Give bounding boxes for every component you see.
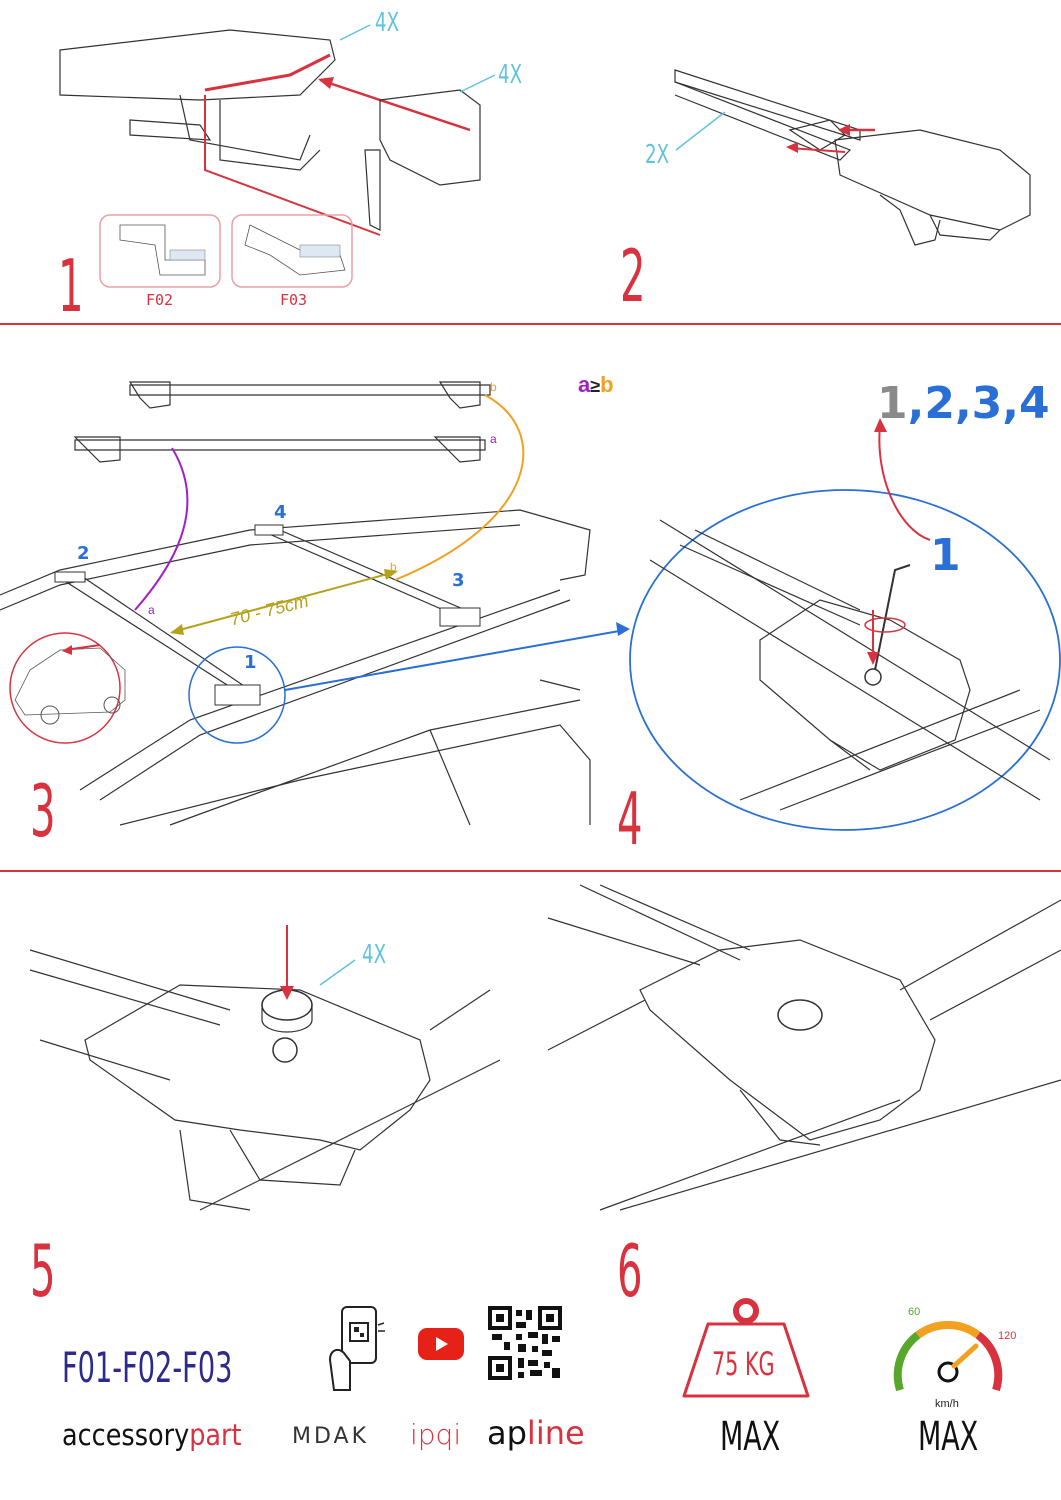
brand-ipqi: ipqi: [410, 1418, 462, 1451]
weight-max-label: MAX: [720, 1414, 781, 1460]
step-number-5: 5: [30, 1229, 56, 1313]
step-number-2: 2: [620, 234, 646, 318]
bar-label-2: 2: [77, 543, 90, 564]
divider-middle: [0, 870, 1061, 872]
speed-min-label: 60: [908, 1306, 921, 1318]
bar-label-4: 4: [274, 502, 287, 523]
weight-value: 75 KG: [712, 1345, 775, 1383]
condition-a: a: [578, 372, 591, 397]
model-codes: F01-F02-F03: [62, 1343, 233, 1392]
step1-qty-right: 4X: [498, 60, 523, 90]
bar-label-1: 1: [244, 652, 257, 673]
divider-top: [0, 323, 1061, 325]
current-bar-number: 1: [930, 530, 961, 581]
step5-qty: 4X: [362, 940, 387, 970]
inset-label-f03: F03: [280, 291, 308, 309]
distance-label: 70 - 75cm: [228, 590, 311, 630]
step-number-4: 4: [617, 777, 643, 861]
step2-qty: 2X: [645, 140, 670, 170]
brand-accessorypart: accessorypart: [62, 1418, 242, 1452]
inset-label-f02: F02: [146, 291, 174, 309]
brand-line: line: [526, 1414, 585, 1452]
sequence-first: 1: [877, 378, 908, 429]
speed-max-text: MAX: [918, 1414, 979, 1460]
brand-ap: ap: [487, 1414, 527, 1452]
condition-b: b: [600, 372, 614, 397]
brand-apline: apline: [487, 1414, 585, 1452]
step-number-3: 3: [30, 769, 56, 853]
speed-unit: km/h: [935, 1398, 959, 1410]
step1-qty-top: 4X: [375, 8, 400, 38]
speedometer-icon: [888, 1310, 1008, 1400]
brand-part: part: [189, 1418, 242, 1452]
step-number-6: 6: [617, 1229, 643, 1313]
brand-accessory: accessory: [62, 1418, 190, 1452]
tightening-sequence: 1,2,3,4: [877, 378, 1050, 429]
bar-label-3: 3: [452, 570, 465, 591]
label-a-top: a: [490, 432, 497, 446]
condition-a-ge-b: a≥b: [578, 372, 614, 398]
youtube-icon[interactable]: [418, 1328, 464, 1360]
step-number-1: 1: [58, 244, 84, 328]
weight-icon: [678, 1296, 813, 1406]
phone-qr-icon: [328, 1305, 388, 1393]
label-b-bottom: b: [390, 560, 397, 574]
speed-max-label: 120: [998, 1330, 1017, 1342]
condition-symbol: ≥: [590, 376, 601, 396]
brand-mdak: MDAK: [292, 1424, 370, 1449]
sequence-rest: ,2,3,4: [907, 378, 1050, 429]
label-b-top: b: [490, 380, 497, 394]
qr-code-icon[interactable]: [488, 1306, 562, 1380]
label-a-bottom: a: [148, 603, 155, 617]
